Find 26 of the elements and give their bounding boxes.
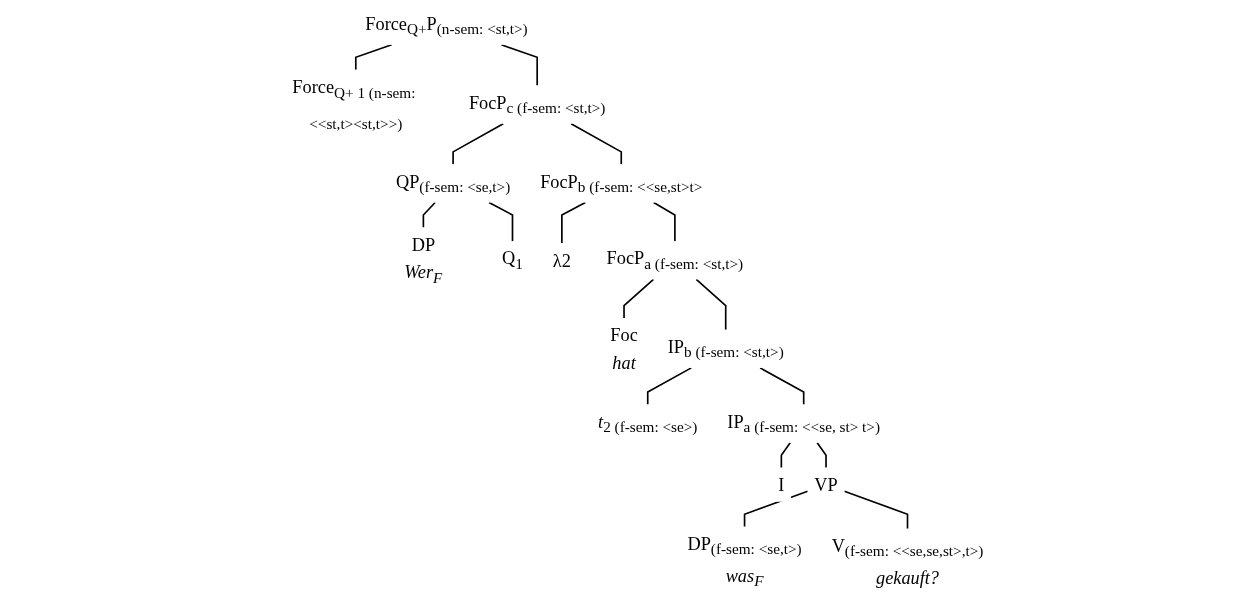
node-text: Q$_{1}$ [502,247,523,273]
node-text: QP$_{(f-sem: <se,t>)}$ [395,171,511,196]
node-text: λ2 [552,249,571,271]
connector [452,122,505,166]
node-text: Force$_{Q+}$P$_{(n-sem: <st,t>)}$ [365,13,528,38]
node-text: DP$_{(f-sem: <se,t>)}$ was$_{F}$ [687,533,802,590]
connector [695,278,727,331]
node-text: IP$_{a (f-sem: <<se, st> t>)}$ [727,411,881,436]
node-text: DP Wer$_{F}$ [404,234,443,287]
connector [759,367,805,406]
node-text: FocP$_{a (f-sem: <st,t>)}$ [606,247,744,273]
connector [816,441,827,469]
node-text: VP [814,474,838,496]
connector [354,44,393,71]
node-text: V$_{(f-sem: <<se,se,st>,t>)}$ gekauft? [831,535,984,588]
connector [422,201,436,229]
node-text: FocP$_{b (f-sem: <<se,st>t>}$ [540,171,703,196]
connector [570,122,623,166]
node-text: Foc hat [610,324,638,373]
connector [646,367,693,406]
connector [623,278,655,319]
node-text: IP$_{b (f-sem: <st,t>)}$ [667,336,784,361]
connector [843,490,909,530]
node-text: t$_{2 (f-sem: <se>)}$ [598,411,698,436]
connector [780,441,791,469]
node-text: FocP$_{c (f-sem: <st,t>)}$ [468,92,606,117]
